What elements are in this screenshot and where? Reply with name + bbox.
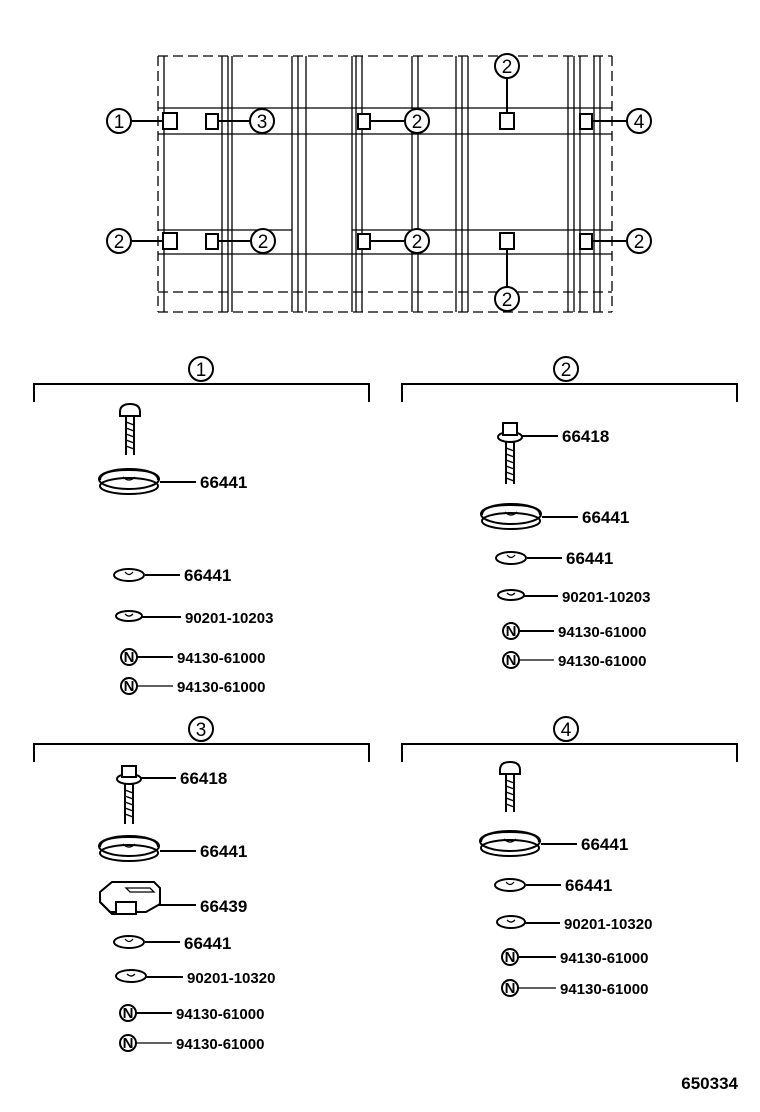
group-1-title: 1 [196,360,207,381]
part-label: 90201-10203 [185,610,273,627]
callout-2-f: 2 [494,286,520,312]
part-label: 94130-61000 [176,1006,264,1023]
part-label: 66441 [566,549,613,568]
group-2: 2 66418 66441 66441 90201 [401,356,738,670]
washer-large-icon [98,468,160,495]
spring-washer-icon [115,610,143,622]
group-2-title: 2 [561,360,572,381]
bolt-icon [119,402,141,455]
part-label: 66441 [184,934,231,953]
flange-bolt-icon [116,765,142,824]
svg-text:2: 2 [412,112,423,133]
callout-1-left: 1 [106,108,132,134]
svg-text:N: N [505,980,516,997]
part-label: 94130-61000 [558,653,646,670]
callout-3: 3 [249,108,275,134]
svg-text:N: N [505,949,516,966]
part-label: 90201-10320 [564,916,652,933]
part-label: 66441 [184,566,231,585]
part-label: 94130-61000 [177,679,265,696]
part-label: 66439 [200,897,247,916]
spring-washer-icon [115,969,147,983]
part-label: 66441 [581,835,628,854]
callout-2-c: 2 [106,228,132,254]
part-label: 90201-10203 [562,589,650,606]
part-label: 94130-61000 [558,624,646,641]
callout-2-g: 2 [626,228,652,254]
frame-plan-view: 1 3 2 2 4 2 2 2 2 2 [106,53,652,313]
part-label: 66441 [565,876,612,895]
bolt-icon [499,760,521,812]
flange-bolt-icon [497,422,523,484]
svg-text:N: N [506,652,517,669]
washer-small-icon [113,568,145,582]
nut-icon: N [119,1004,137,1022]
svg-text:1: 1 [114,112,125,133]
svg-text:2: 2 [412,232,423,253]
spring-washer-icon [497,589,525,601]
svg-text:3: 3 [257,112,268,133]
svg-text:N: N [123,1005,134,1022]
part-label: 94130-61000 [560,981,648,998]
callout-2-e: 2 [404,228,430,254]
part-label: 94130-61000 [560,950,648,967]
group-4: 4 66441 66441 90201-10320 [401,716,738,998]
callout-2-d: 2 [250,228,276,254]
bracket-icon [99,881,161,915]
svg-text:2: 2 [114,232,125,253]
group-4-title: 4 [561,720,572,741]
svg-text:2: 2 [502,290,513,311]
part-label: 66441 [200,842,247,861]
washer-large-icon [98,835,160,862]
svg-text:2: 2 [502,57,513,78]
washer-small-icon [113,935,145,949]
part-label: 90201-10320 [187,970,275,987]
group-3-title: 3 [196,720,207,741]
washer-large-icon [480,503,542,530]
group-1: 1 66441 66441 90201-10203 [33,356,370,696]
nut-icon: N [501,979,519,997]
svg-text:N: N [123,1035,134,1052]
svg-text:2: 2 [258,232,269,253]
nut-icon: N [119,1034,137,1052]
callout-2-a: 2 [404,108,430,134]
nut-icon: N [120,677,138,695]
part-label: 66418 [180,769,227,788]
washer-small-icon [494,878,526,892]
nut-icon: N [502,651,520,669]
washer-large-icon [479,830,541,857]
part-label: 94130-61000 [177,650,265,667]
washer-small-icon [495,551,527,565]
part-label: 66441 [582,508,629,527]
callout-4: 4 [626,108,652,134]
part-label: 94130-61000 [176,1036,264,1053]
svg-text:N: N [124,649,135,666]
svg-text:N: N [506,623,517,640]
nut-icon: N [501,948,519,966]
figure-reference: 650334 [681,1074,738,1093]
nut-icon: N [120,648,138,666]
svg-text:N: N [124,678,135,695]
group-3: 3 66418 66441 66439 [33,716,370,1053]
part-label: 66418 [562,427,609,446]
nut-icon: N [502,622,520,640]
svg-text:2: 2 [634,232,645,253]
part-label: 66441 [200,473,247,492]
spring-washer-icon [496,915,526,929]
svg-text:4: 4 [634,112,645,133]
callout-2-b: 2 [494,53,520,79]
